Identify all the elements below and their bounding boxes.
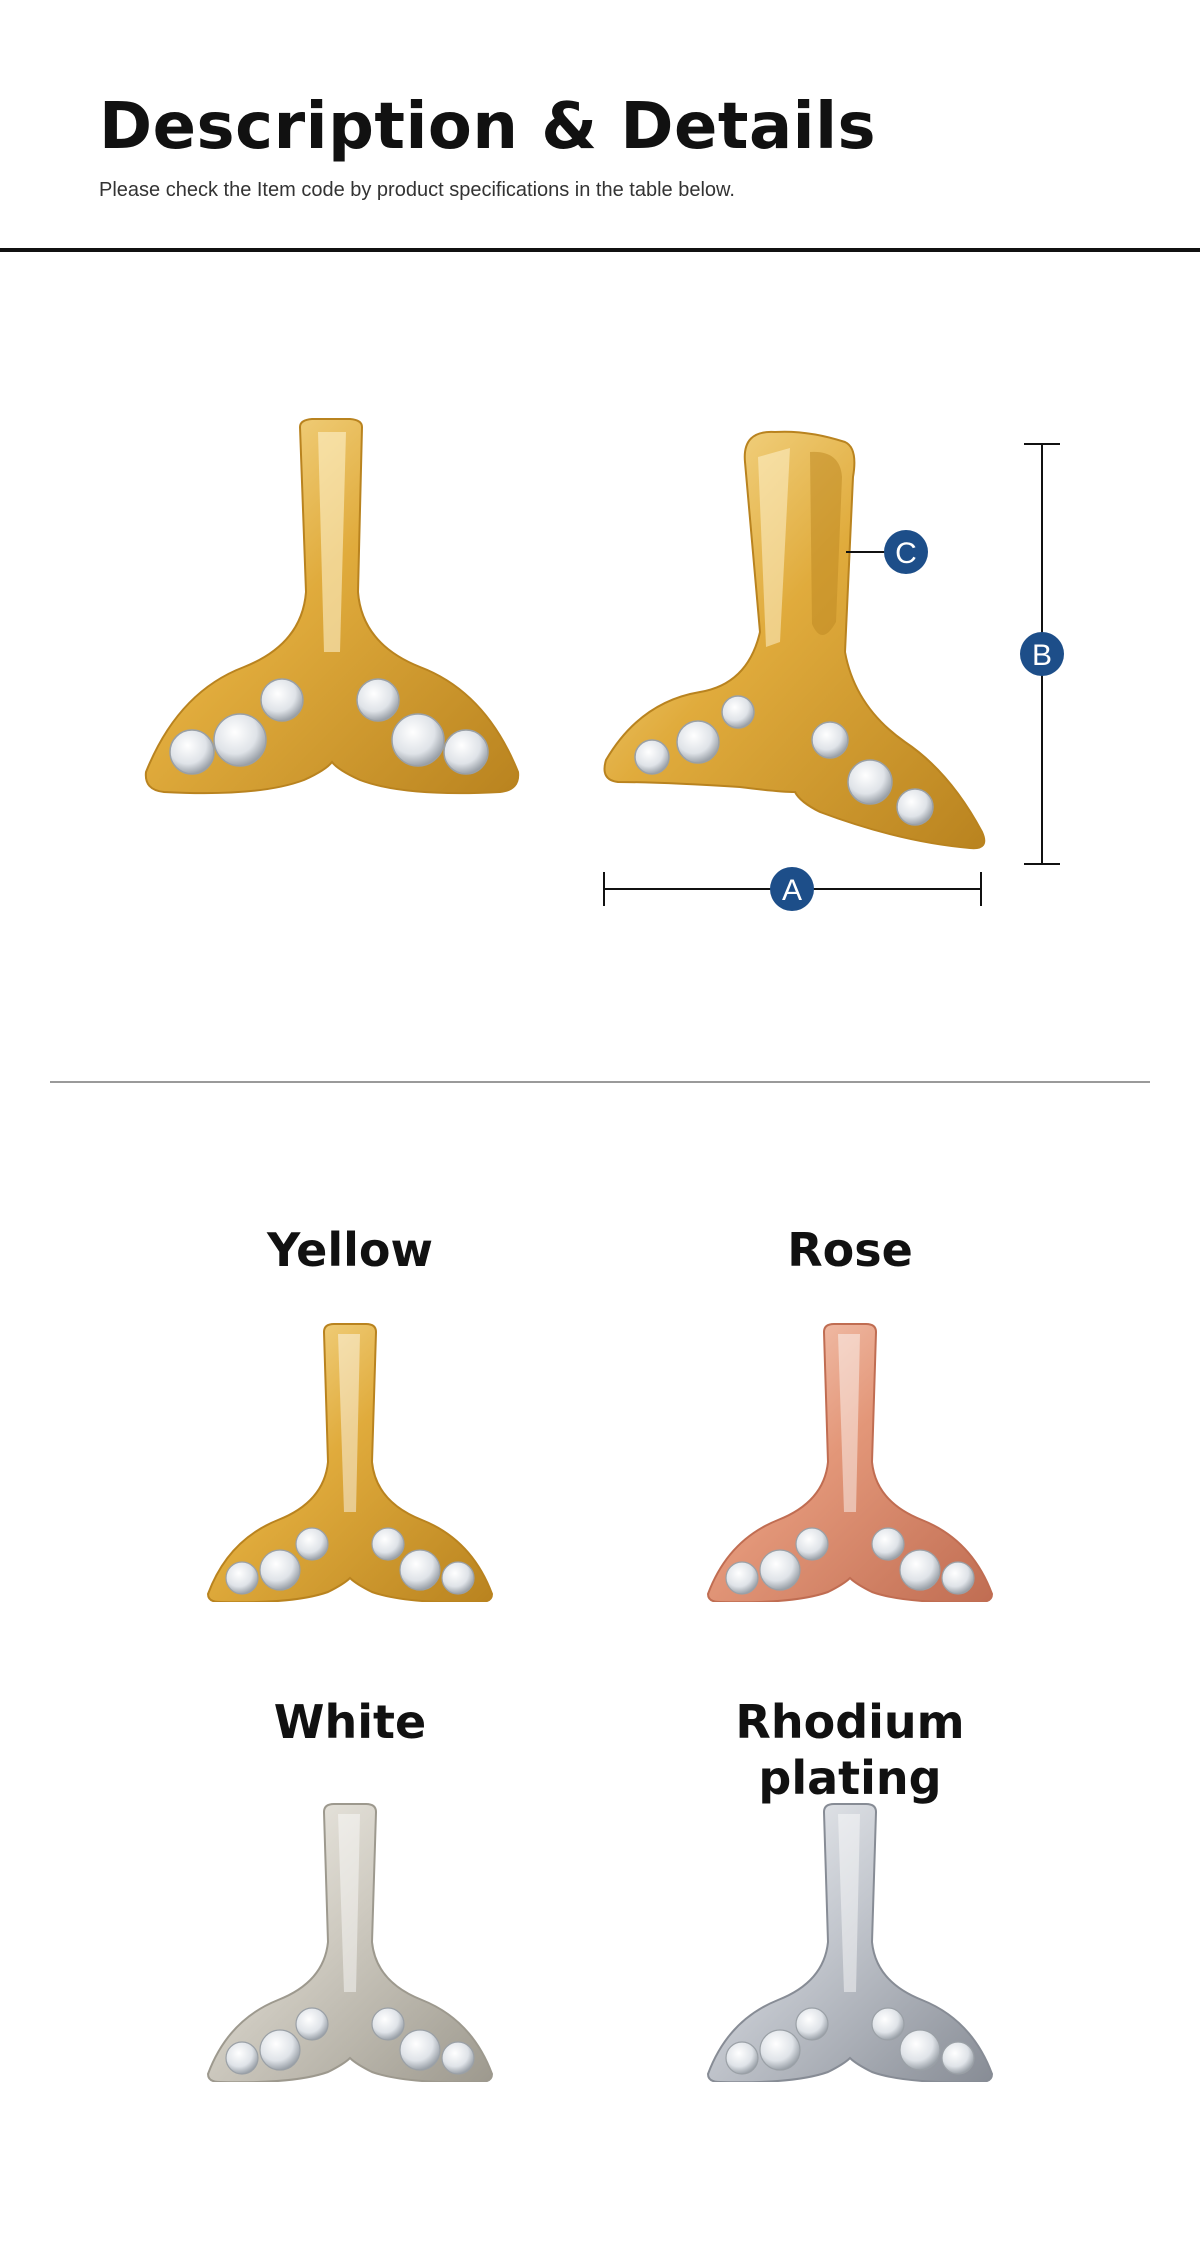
dimension-c-callout: C [846, 530, 928, 574]
header-divider [0, 248, 1200, 252]
variant-label-rhodium: Rhodium plating [735, 1695, 965, 1805]
dimension-b-label: B [1032, 639, 1052, 672]
variant-label-white: White [273, 1695, 427, 1749]
section-divider [50, 1081, 1150, 1083]
pendant-angled-view [603, 430, 986, 850]
page-subtitle: Please check the Item code by product sp… [99, 179, 735, 201]
dimension-a-line: A [603, 867, 982, 911]
variant-label-yellow: Yellow [267, 1223, 433, 1277]
page-header: Description & Details Please check the I… [0, 0, 1200, 252]
page-title: Description & Details [99, 90, 877, 164]
dimension-a-label: A [782, 874, 802, 907]
variant-label-rose: Rose [787, 1223, 913, 1277]
pendant-rhodium-image [700, 1792, 1000, 2082]
pendant-yellow-image [200, 1312, 500, 1602]
dimension-diagram: C B A [0, 252, 1200, 1082]
dimension-c-label: C [895, 537, 917, 570]
pendant-rose-image [700, 1312, 1000, 1602]
pendant-white-image [200, 1792, 500, 2082]
pendant-front-view [144, 418, 520, 795]
dimension-b-line: B [1020, 443, 1064, 865]
